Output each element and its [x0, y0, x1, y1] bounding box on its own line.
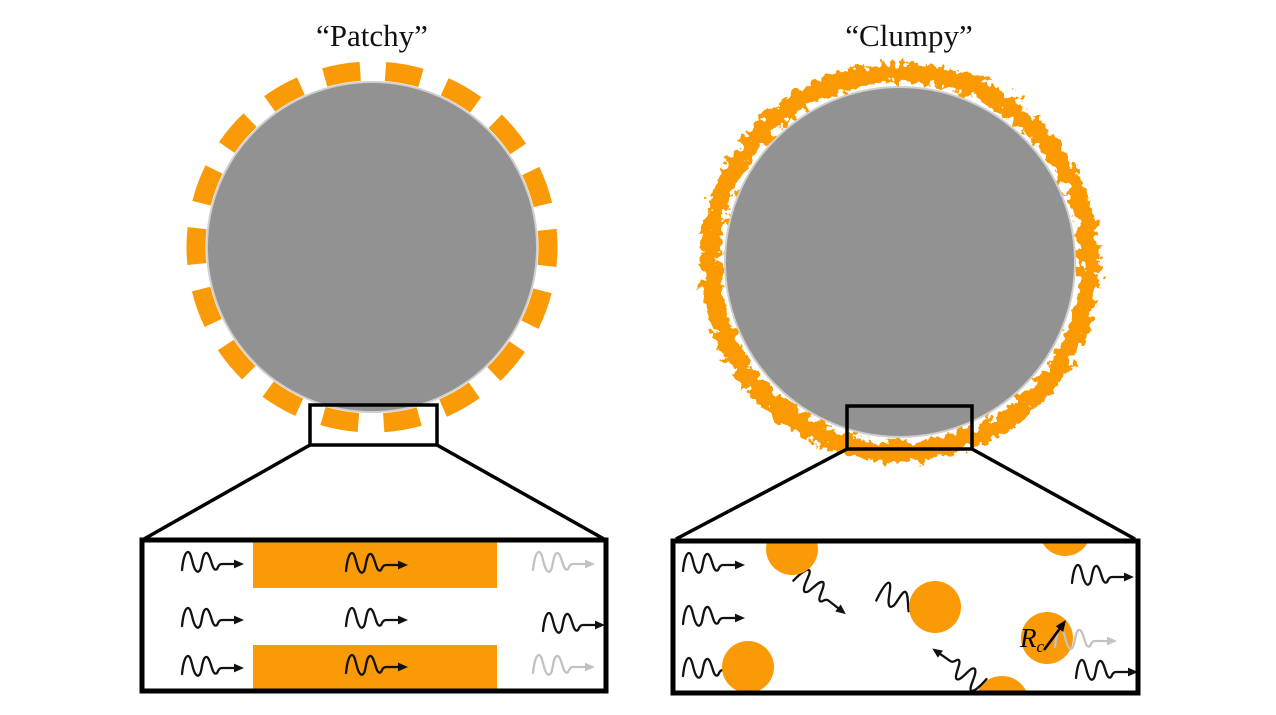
- clumpy-title: “Clumpy”: [845, 18, 972, 53]
- patchy-star-disk: [206, 81, 538, 413]
- dust-clump: [909, 581, 961, 633]
- clumpy-zoom-funnel-right: [971, 447, 1136, 541]
- clumpy-zoom-funnel-left: [675, 447, 848, 541]
- patchy-zoom-funnel-left: [143, 443, 311, 541]
- clumpy-star-disk: [724, 86, 1076, 438]
- dust-patch-bar-bottom: [253, 645, 497, 689]
- dust-clump: [722, 641, 774, 691]
- clump-radius-label: Rc: [1019, 623, 1045, 656]
- patchy-panel: [139, 61, 609, 694]
- patchy-title: “Patchy”: [316, 18, 428, 53]
- clumpy-dust-ring: [700, 62, 1100, 462]
- dust-clump: [766, 543, 818, 575]
- patchy-zoom-funnel-right: [436, 443, 605, 541]
- patchy-zoom-source-box: [308, 403, 439, 447]
- clump-radius-arrow: [1042, 620, 1066, 651]
- dust-clump: [978, 676, 1026, 691]
- clumpy-zoom-source-box: [845, 404, 974, 451]
- clumpy-panel: Rc: [670, 62, 1141, 696]
- patchy-dust-ring: [186, 61, 558, 433]
- dust-clump: [1042, 543, 1088, 556]
